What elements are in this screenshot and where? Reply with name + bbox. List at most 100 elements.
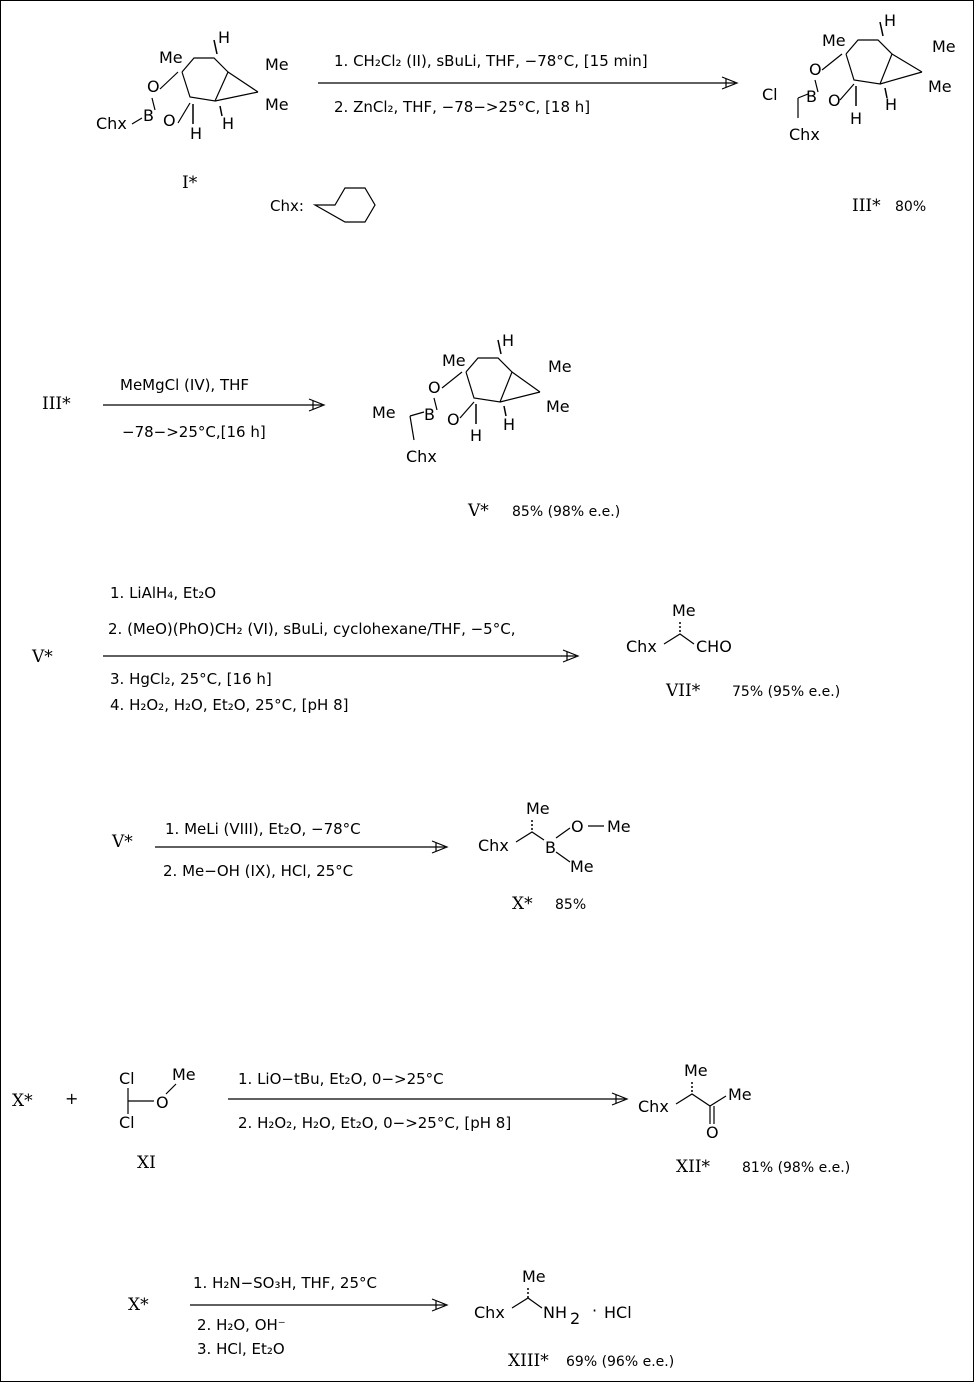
compound-label-V-reactant: V* xyxy=(31,647,53,667)
atom-h: H xyxy=(885,95,897,114)
yield-V: 85% (98% e.e.) xyxy=(512,504,620,520)
atom-chx: Chx xyxy=(638,1097,669,1116)
atom-o: O xyxy=(163,111,176,130)
bond-lines xyxy=(131,57,259,125)
atom-me: Me xyxy=(372,403,396,422)
compound-label-XI: XI xyxy=(137,1153,156,1173)
atom-o: O xyxy=(809,60,822,79)
atom-me: Me xyxy=(928,77,952,96)
compound-label-V: V* xyxy=(467,501,489,521)
compound-label-X: X* xyxy=(512,894,533,914)
atom-cho: CHO xyxy=(696,637,732,656)
compound-I-structure: Me H Me Me O B O Chx H H xyxy=(96,28,289,143)
atom-chx: Chx xyxy=(96,114,127,133)
stereo-bonds xyxy=(475,339,507,424)
arrow-head-icon xyxy=(431,840,449,854)
yield-III: 80% xyxy=(895,199,926,215)
atom-me: Me xyxy=(526,799,550,818)
atom-me: Me xyxy=(607,817,631,836)
reaction-step3-above-1: 1. LiAlH₄, Et₂O xyxy=(110,584,216,602)
atom-o: O xyxy=(828,91,841,110)
atom-chx: Chx xyxy=(626,637,657,656)
compound-XII-structure: Me Chx O Me xyxy=(638,1061,752,1142)
atom-h: H xyxy=(222,114,234,133)
atom-b: B xyxy=(806,87,817,106)
atom-nh: NH xyxy=(543,1303,567,1322)
atom-h: H xyxy=(850,109,862,128)
atom-me: Me xyxy=(822,31,846,50)
reaction-step2-above: MeMgCl (IV), THF xyxy=(120,376,249,394)
bond-lines xyxy=(515,825,604,863)
atom-me: Me xyxy=(570,857,594,876)
chx-definition-label: Chx: xyxy=(270,197,304,215)
reaction-step6-below-1: 2. H₂O, OH⁻ xyxy=(197,1316,286,1334)
atom-b: B xyxy=(545,838,556,857)
compound-III-structure: Me H Me Me O B O Cl Chx H H xyxy=(762,11,956,144)
atom-h: H xyxy=(502,331,514,350)
chx-definition: Chx: xyxy=(270,187,376,223)
reaction-step1-below: 2. ZnCl₂, THF, −78−>25°C, [18 h] xyxy=(334,98,590,116)
atom-h: H xyxy=(470,426,482,445)
yield-X: 85% xyxy=(555,897,586,913)
compound-XIII-structure: Me Chx NH 2 · HCl xyxy=(474,1267,632,1328)
reaction-step4-below: 2. Me−OH (IX), HCl, 25°C xyxy=(163,862,353,880)
atom-me: Me xyxy=(172,1065,196,1084)
atom-me: Me xyxy=(546,397,570,416)
compound-label-X-reactant: X* xyxy=(12,1091,33,1111)
compound-V-structure: Me H Me Me O B O Me Chx H H xyxy=(372,331,572,466)
reaction-step3-above-2: 2. (MeO)(PhO)CH₂ (VI), sBuLi, cyclohexan… xyxy=(108,620,515,638)
arrow-head-icon xyxy=(431,1298,449,1312)
compound-label-I: I* xyxy=(182,173,198,193)
bond-lines xyxy=(409,357,541,441)
atom-o: O xyxy=(571,817,584,836)
atom-o: O xyxy=(147,77,160,96)
compound-label-XIII: XIII* xyxy=(508,1351,549,1371)
reaction-step3-below-2: 4. H₂O₂, H₂O, Et₂O, 25°C, [pH 8] xyxy=(110,696,349,714)
yield-VII: 75% (95% e.e.) xyxy=(732,684,840,700)
atom-o: O xyxy=(706,1123,719,1142)
plus-sign: + xyxy=(65,1089,78,1108)
cyclohexane-icon xyxy=(312,187,376,223)
bond-lines xyxy=(797,39,923,118)
atom-o: O xyxy=(428,378,441,397)
atom-chx: Chx xyxy=(478,836,509,855)
reaction-step2-below: −78−>25°C,[16 h] xyxy=(122,423,266,441)
compound-VII-structure: Me Chx CHO xyxy=(626,601,732,656)
arrow-head-icon xyxy=(562,649,580,663)
atom-me: Me xyxy=(548,357,572,376)
atom-me: Me xyxy=(932,37,956,56)
atom-me: Me xyxy=(265,95,289,114)
atom-hcl: HCl xyxy=(604,1303,632,1322)
atom-cl: Cl xyxy=(119,1113,135,1132)
stereo-bonds xyxy=(855,21,888,106)
atom-chx: Chx xyxy=(406,447,437,466)
arrow-head-icon xyxy=(611,1092,629,1106)
atom-h: H xyxy=(884,11,896,30)
atom-o: O xyxy=(156,1093,169,1112)
atom-nh-subscript: 2 xyxy=(570,1309,580,1328)
atom-b: B xyxy=(143,106,154,125)
atom-me: Me xyxy=(265,55,289,74)
reaction-step5-above: 1. LiO−tBu, Et₂O, 0−>25°C xyxy=(238,1070,444,1088)
reaction-step6-above: 1. H₂N−SO₃H, THF, 25°C xyxy=(193,1274,377,1292)
dot-separator: · xyxy=(592,1301,597,1320)
atom-me: Me xyxy=(159,48,183,67)
stereo-bonds xyxy=(192,39,223,124)
arrow-head-icon xyxy=(308,398,326,412)
compound-label-III: III* xyxy=(852,196,881,216)
compound-label-V-reactant-2: V* xyxy=(111,832,133,852)
compound-X-structure: Me Chx B O Me Me xyxy=(478,799,631,876)
atom-h: H xyxy=(218,28,230,47)
atom-me: Me xyxy=(684,1061,708,1080)
atom-cl: Cl xyxy=(119,1069,135,1088)
atom-me: Me xyxy=(522,1267,546,1286)
yield-XIII: 69% (96% e.e.) xyxy=(566,1354,674,1370)
atom-cl: Cl xyxy=(762,85,778,104)
bond-lines xyxy=(127,1083,177,1114)
compound-XI-structure: Cl Cl O Me xyxy=(119,1065,196,1132)
yield-XII: 81% (98% e.e.) xyxy=(742,1160,850,1176)
atom-b: B xyxy=(424,405,435,424)
arrow-head-icon xyxy=(721,76,739,90)
reaction-step3-below-1: 3. HgCl₂, 25°C, [16 h] xyxy=(110,670,272,688)
